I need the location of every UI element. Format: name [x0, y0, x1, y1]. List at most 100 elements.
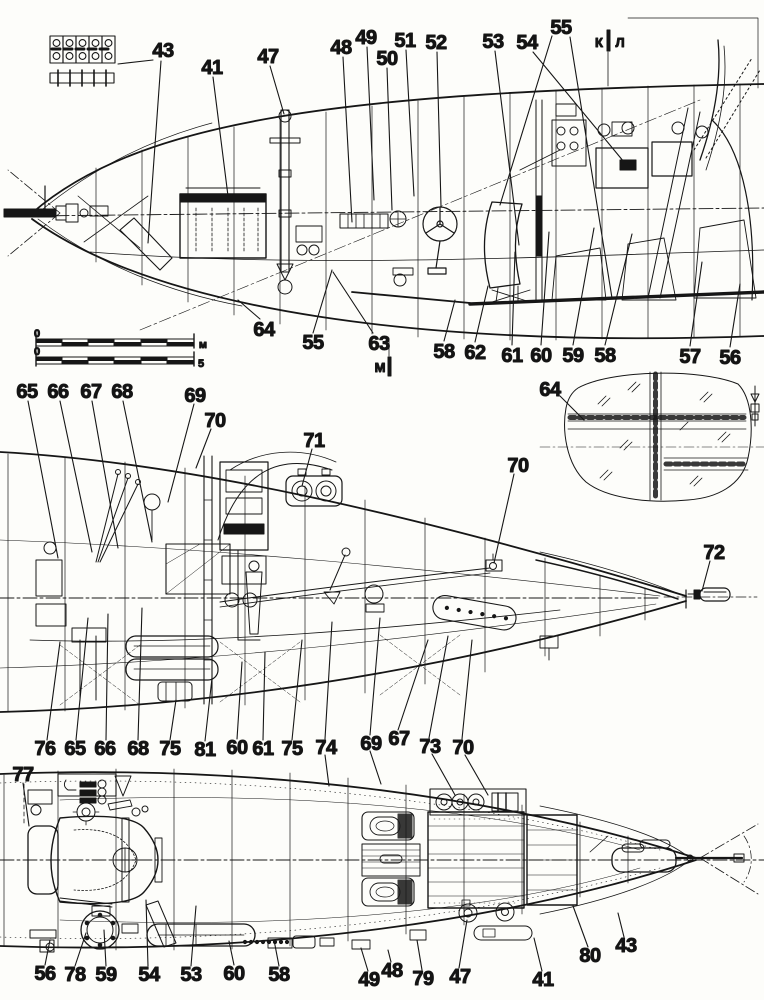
- leader-line: [494, 50, 520, 246]
- callout-label-50: 50: [376, 48, 398, 70]
- aft-equipment: [217, 451, 550, 661]
- tail-skid: [663, 587, 758, 602]
- leader-line: [431, 753, 456, 796]
- callout-57: 57: [679, 261, 703, 369]
- callout-43: 43: [117, 40, 175, 244]
- bow-side-view: [3, 17, 764, 357]
- callout-label-49: 49: [355, 27, 377, 49]
- leader-line: [195, 428, 212, 469]
- seat-plan: [27, 815, 159, 908]
- callout-61: 61: [252, 651, 275, 761]
- leader-line: [386, 67, 393, 211]
- callout-43: 43: [615, 912, 638, 958]
- leader-line: [27, 400, 59, 559]
- scale-zero-top: 0: [34, 328, 40, 340]
- callout-label-59: 59: [95, 964, 117, 986]
- callout-70: 70: [493, 455, 530, 564]
- callout-54: 54: [138, 899, 162, 987]
- leader-line: [474, 285, 489, 343]
- callout-49: 49: [358, 947, 381, 992]
- leader-line: [397, 639, 429, 731]
- callout-76: 76: [34, 641, 61, 761]
- frame-marker-k: К: [595, 35, 603, 50]
- leader-line: [204, 677, 213, 742]
- leader-line: [273, 939, 280, 967]
- leader-line: [236, 661, 243, 740]
- leader-line: [169, 699, 177, 741]
- callout-70: 70: [452, 639, 489, 796]
- bow-gun-plan: [589, 823, 759, 895]
- leader-line: [122, 400, 153, 543]
- engine-plan: [29, 900, 335, 953]
- callout-label-41: 41: [532, 969, 554, 991]
- leader-line: [103, 929, 107, 967]
- leader-line: [46, 641, 61, 741]
- leader-line: [387, 949, 392, 963]
- leader-line: [369, 617, 381, 736]
- callout-65: 65: [64, 617, 89, 761]
- callout-label-75: 75: [281, 738, 303, 760]
- callout-label-79: 79: [412, 968, 434, 990]
- control-gear-plan: [27, 773, 163, 883]
- callout-65: 65: [16, 381, 59, 559]
- leader-line: [75, 617, 89, 741]
- callout-67: 67: [80, 381, 119, 549]
- leader-line: [493, 473, 515, 564]
- callout-58: 58: [594, 233, 633, 368]
- leader-line: [324, 754, 330, 787]
- leader-line: [572, 227, 595, 346]
- leader-line: [617, 912, 625, 938]
- callout-label-59: 59: [562, 345, 584, 367]
- callout-74: 74: [315, 621, 339, 787]
- callout-label-65: 65: [16, 381, 38, 403]
- leader-line: [540, 231, 550, 346]
- callout-47: 47: [449, 919, 472, 989]
- section-marker-m: М: [375, 360, 386, 375]
- callout-label-77: 77: [12, 764, 34, 786]
- callout-label-51: 51: [394, 30, 416, 52]
- callout-54: 54: [516, 32, 625, 163]
- callout-63: 63: [332, 271, 391, 356]
- callout-label-62: 62: [464, 342, 486, 364]
- callout-label-64: 64: [539, 379, 562, 401]
- callout-71: 71: [301, 430, 326, 487]
- callout-56: 56: [719, 283, 742, 370]
- leader-line: [269, 65, 285, 115]
- callout-47: 47: [257, 46, 285, 115]
- callout-label-60: 60: [223, 963, 245, 985]
- callout-66: 66: [94, 613, 117, 761]
- leader-line: [428, 635, 449, 739]
- leader-line: [464, 754, 489, 796]
- callout-label-48: 48: [381, 960, 403, 982]
- leader-line: [533, 937, 543, 972]
- leader-line: [301, 448, 313, 487]
- callout-label-53: 53: [180, 964, 202, 986]
- callout-label-70: 70: [204, 410, 226, 432]
- callout-81: 81: [194, 677, 217, 762]
- leader-line: [461, 639, 473, 740]
- callout-73: 73: [419, 635, 456, 796]
- stern-machinery: [35, 469, 263, 702]
- leader-line: [312, 269, 333, 334]
- callout-label-58: 58: [433, 341, 455, 363]
- scale-five: 5: [198, 358, 204, 370]
- callout-67: 67: [388, 639, 429, 751]
- callout-60: 60: [223, 940, 246, 986]
- leader-line: [117, 59, 154, 65]
- helm-wheel: [422, 206, 458, 275]
- leader-line: [511, 251, 516, 346]
- callout-77: 77: [12, 764, 35, 827]
- skin-joint-detail: [539, 371, 764, 502]
- leader-line: [572, 905, 589, 948]
- leader-line: [291, 639, 303, 741]
- callout-label-68: 68: [111, 381, 133, 403]
- leader-line: [212, 76, 229, 197]
- leader-line: [145, 899, 149, 967]
- section-markers: К Л М: [374, 29, 625, 377]
- bow-gun: [3, 169, 89, 257]
- callout-label-58: 58: [268, 964, 290, 986]
- callout-label-56: 56: [34, 963, 56, 985]
- callout-59: 59: [95, 929, 118, 987]
